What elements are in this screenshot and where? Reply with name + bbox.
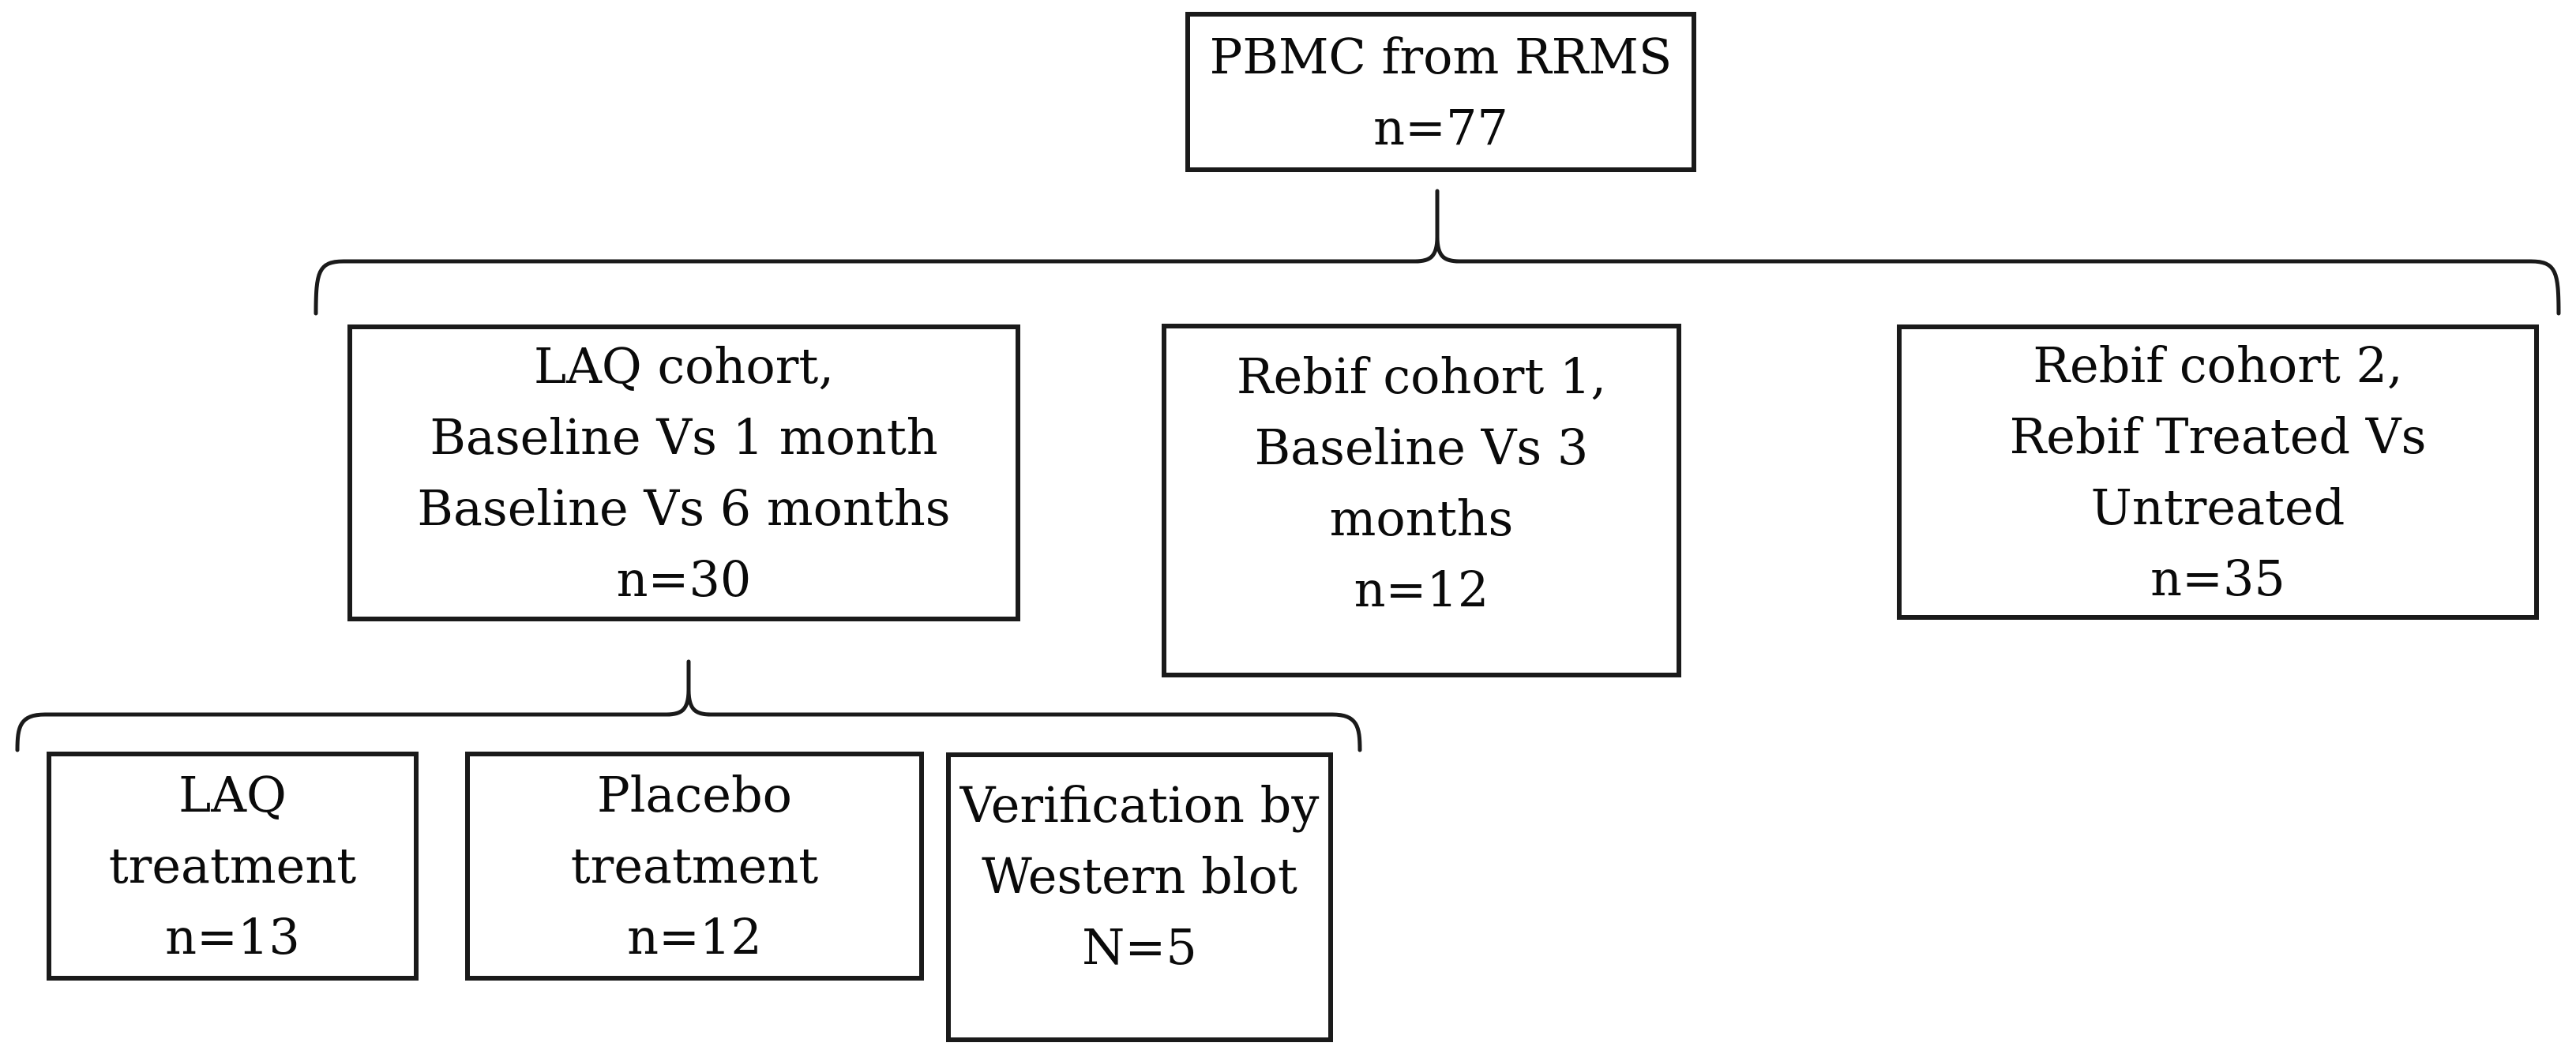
node-text-line: Baseline Vs 1 month xyxy=(430,408,938,466)
node-text-line: Baseline Vs 3 xyxy=(1254,418,1589,476)
node-western-blot-verification: Verification by Western blot N=5 xyxy=(946,752,1333,1042)
node-placebo-treatment: Placebo treatment n=12 xyxy=(465,752,924,981)
node-text-line: Western blot xyxy=(982,847,1297,905)
node-rebif-cohort-2: Rebif cohort 2, Rebif Treated Vs Untreat… xyxy=(1897,324,2539,620)
node-text-line: Untreated xyxy=(2090,478,2345,536)
node-text-line: Placebo xyxy=(597,766,792,823)
node-text-line: N=5 xyxy=(1082,918,1197,976)
node-text-line: treatment xyxy=(570,837,819,895)
node-rebif-cohort-1: Rebif cohort 1, Baseline Vs 3 months n=1… xyxy=(1162,324,1681,677)
node-text-line: n=13 xyxy=(165,908,300,966)
brace-laq xyxy=(15,689,1362,752)
node-text-line: Rebif cohort 2, xyxy=(2033,336,2403,394)
node-text-line: n=30 xyxy=(616,550,752,608)
node-text-line: n=12 xyxy=(627,908,762,966)
node-text-line: Rebif Treated Vs xyxy=(2009,407,2427,465)
node-laq-cohort: LAQ cohort, Baseline Vs 1 month Baseline… xyxy=(347,324,1020,621)
node-text-line: Rebif cohort 1, xyxy=(1236,347,1607,405)
node-text-line: months xyxy=(1329,489,1514,547)
node-text-line: n=77 xyxy=(1373,98,1508,156)
node-text-line: n=35 xyxy=(2150,550,2285,607)
node-pbmc-rrms: PBMC from RRMS n=77 xyxy=(1185,12,1696,172)
node-text-line: Verification by xyxy=(959,776,1320,834)
node-text-line: PBMC from RRMS xyxy=(1209,27,1673,85)
brace-top xyxy=(314,236,2561,316)
node-text-line: Baseline Vs 6 months xyxy=(417,479,951,537)
node-text-line: treatment xyxy=(108,837,357,895)
node-text-line: n=12 xyxy=(1354,561,1489,618)
node-laq-treatment: LAQ treatment n=13 xyxy=(47,752,419,981)
node-text-line: LAQ cohort, xyxy=(533,337,835,395)
node-text-line: LAQ xyxy=(178,766,287,823)
